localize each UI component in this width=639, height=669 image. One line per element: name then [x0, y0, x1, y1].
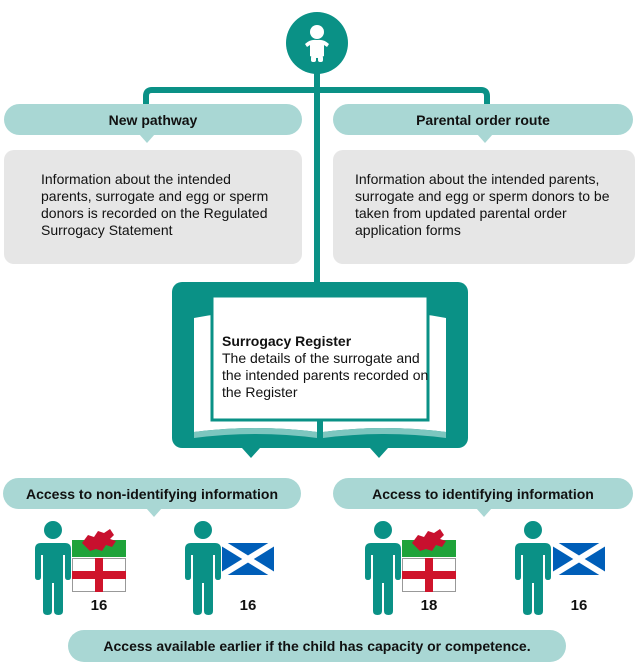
age-identifying-england-wales: 18	[420, 597, 438, 614]
capacity-note: Access available earlier if the child ha…	[68, 630, 566, 662]
wales-flag-icon	[402, 523, 456, 557]
new-pathway-info: Information about the intended parents, …	[4, 150, 302, 264]
register-text: Surrogacy Register The details of the su…	[222, 333, 432, 401]
scotland-flag-icon	[222, 543, 274, 575]
access-identifying-pointer	[476, 508, 492, 517]
england-flag-icon	[402, 558, 456, 592]
person-icon	[364, 521, 402, 615]
parental-order-title: Parental order route	[416, 111, 550, 128]
access-identifying-label: Access to identifying information	[372, 485, 594, 502]
parental-order-header: Parental order route	[333, 104, 633, 135]
capacity-note-text: Access available earlier if the child ha…	[103, 638, 531, 654]
access-identifying-header: Access to identifying information	[333, 478, 633, 509]
register-description: The details of the surrogate and the int…	[222, 350, 429, 400]
parental-order-pointer	[477, 134, 493, 143]
person-icon	[514, 521, 552, 615]
book-icon	[172, 282, 468, 466]
new-pathway-title: New pathway	[108, 111, 198, 128]
scotland-flag-icon	[553, 543, 605, 575]
england-flag-icon	[72, 558, 126, 592]
age-identifying-scotland: 16	[570, 597, 588, 614]
person-icon	[34, 521, 72, 615]
age-non-identifying-scotland: 16	[239, 597, 257, 614]
parental-order-info: Information about the intended parents, …	[333, 150, 635, 264]
register-title: Surrogacy Register	[222, 333, 352, 349]
age-non-identifying-england-wales: 16	[90, 597, 108, 614]
access-non-identifying-label: Access to non-identifying information	[25, 485, 278, 502]
new-pathway-pointer	[139, 134, 155, 143]
baby-icon	[286, 12, 348, 74]
access-non-identifying-header: Access to non-identifying information	[3, 478, 301, 509]
person-icon	[184, 521, 222, 615]
access-non-identifying-pointer	[146, 508, 162, 517]
wales-flag-icon	[72, 523, 126, 557]
new-pathway-header: New pathway	[4, 104, 302, 135]
